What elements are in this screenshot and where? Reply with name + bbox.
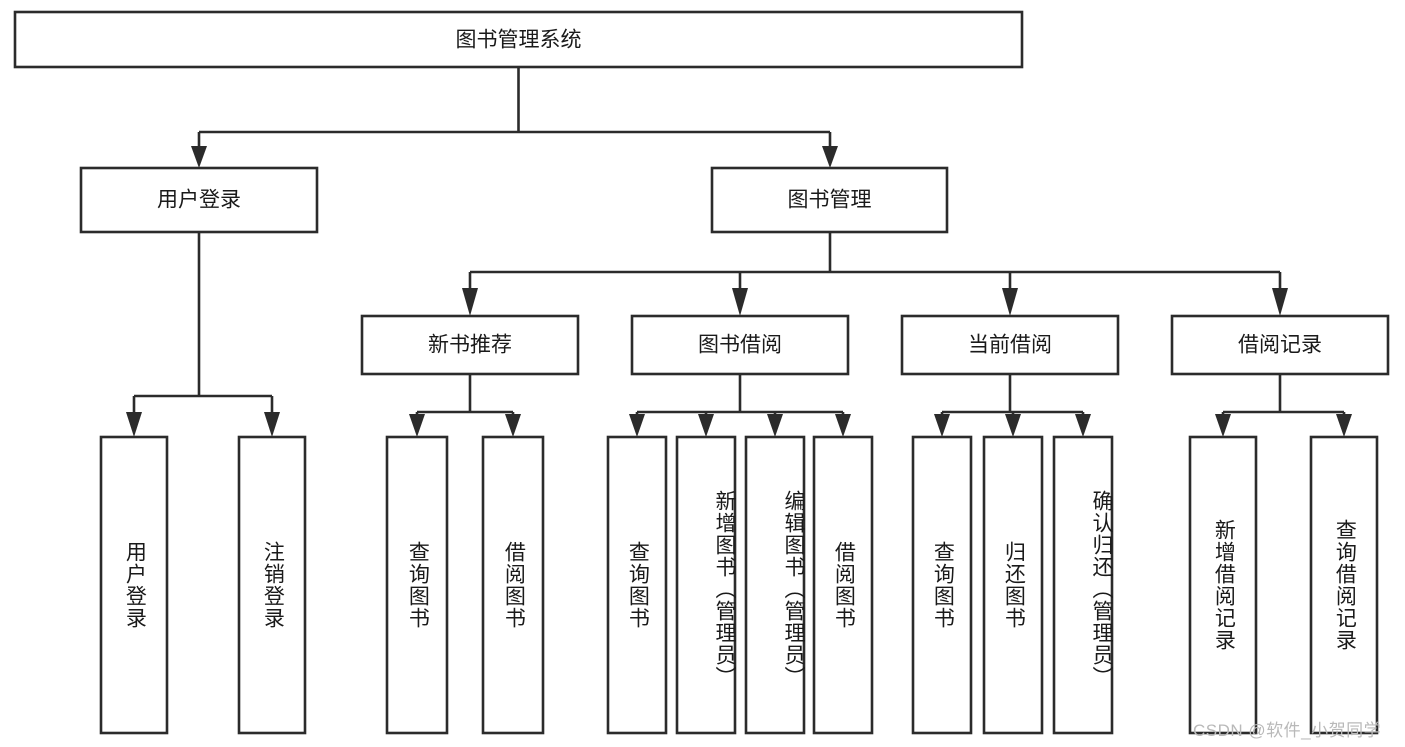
leaf-box-add-record[interactable] [1188, 435, 1258, 735]
node-user-login[interactable]: 用户登录 [79, 166, 319, 234]
leaf-box-borrow-book-2[interactable] [812, 435, 874, 735]
node-current-borrow-label: 当前借阅 [968, 334, 1052, 357]
connector-current-to-leaves [934, 374, 1091, 437]
connector-root-to-level2 [191, 67, 838, 168]
connector-records-to-leaves [1215, 374, 1352, 437]
leaf-box-logout[interactable] [237, 435, 307, 735]
leaf-box-add-book[interactable] [675, 435, 737, 735]
node-user-login-label: 用户登录 [157, 189, 241, 212]
node-current-borrow[interactable]: 当前借阅 [900, 314, 1120, 376]
connector-newbook-to-leaves [409, 374, 521, 437]
node-book-borrow-label: 图书借阅 [698, 334, 782, 357]
leaf-box-query-book-1[interactable] [385, 435, 449, 735]
leaf-box-confirm-return[interactable] [1052, 435, 1114, 735]
connector-bookmgmt-to-level3 [462, 232, 1288, 316]
node-new-book-recommend-label: 新书推荐 [428, 334, 512, 357]
node-borrow-records-label: 借阅记录 [1238, 334, 1322, 357]
leaf-box-return-book[interactable] [982, 435, 1044, 735]
csdn-watermark: CSDN @软件_小贺同学 [1193, 721, 1382, 740]
leaf-box-query-book-3[interactable] [911, 435, 973, 735]
node-root-label: 图书管理系统 [456, 29, 582, 52]
leaf-box-borrow-book-1[interactable] [481, 435, 545, 735]
leaf-box-edit-book[interactable] [744, 435, 806, 735]
connector-userlogin-to-leaves [126, 232, 280, 437]
node-book-management-label: 图书管理 [788, 189, 872, 212]
leaf-box-query-record[interactable] [1309, 435, 1379, 735]
node-root[interactable]: 图书管理系统 [13, 10, 1024, 69]
leaf-box-user-login[interactable] [99, 435, 169, 735]
node-book-borrow[interactable]: 图书借阅 [630, 314, 850, 376]
node-borrow-records[interactable]: 借阅记录 [1170, 314, 1390, 376]
leaf-box-query-book-2[interactable] [606, 435, 668, 735]
node-book-management[interactable]: 图书管理 [710, 166, 949, 234]
node-new-book-recommend[interactable]: 新书推荐 [360, 314, 580, 376]
connector-borrow-to-leaves [629, 374, 851, 437]
leaf-boxes [99, 435, 1379, 735]
